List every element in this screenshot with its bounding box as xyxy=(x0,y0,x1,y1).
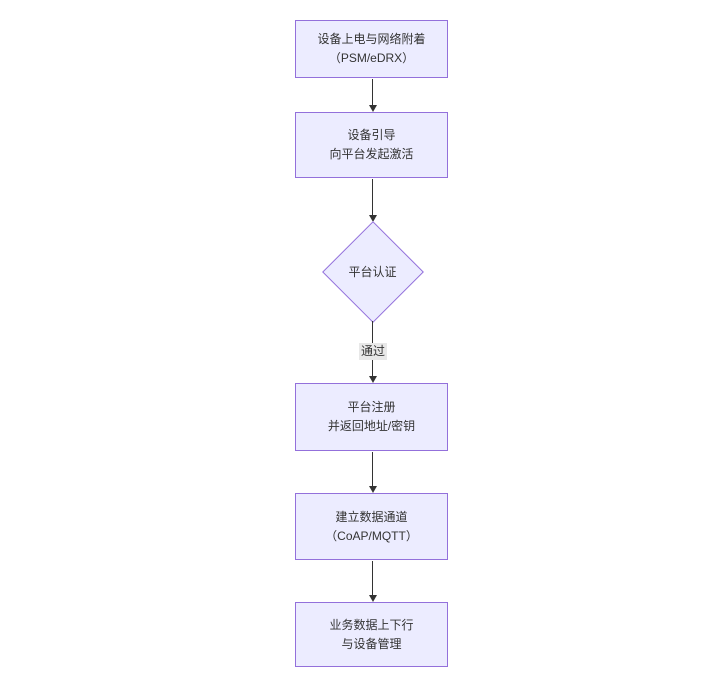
flow-node-business-data: 业务数据上下行 与设备管理 xyxy=(295,602,448,667)
node-label-line: 建立数据通道 xyxy=(335,509,408,524)
arrowhead-icon xyxy=(368,215,377,222)
node-label-line: （PSM/eDRX） xyxy=(328,51,415,65)
node-label-line: 平台注册 xyxy=(347,400,396,414)
connector-line xyxy=(372,79,373,105)
connector-line xyxy=(372,179,373,215)
node-label-line: 业务数据上下行 xyxy=(329,617,414,632)
node-label-line: 平台认证 xyxy=(348,264,397,279)
edge-label-pass: 通过 xyxy=(358,343,388,360)
node-label-line: 设备引导 xyxy=(347,128,396,142)
arrowhead-icon xyxy=(368,595,377,602)
connector-line xyxy=(372,561,373,595)
flow-node-data-channel: 建立数据通道 （CoAP/MQTT） xyxy=(295,493,448,560)
arrowhead-icon xyxy=(368,376,377,383)
node-label-line: 设备上电与网络附着 xyxy=(317,32,426,46)
flow-node-bootstrap: 设备引导 向平台发起激活 xyxy=(295,112,448,178)
node-label-line: 与设备管理 xyxy=(341,636,402,651)
node-label-line: （CoAP/MQTT） xyxy=(325,528,418,543)
arrowhead-icon xyxy=(368,486,377,493)
arrowhead-icon xyxy=(368,105,377,112)
node-label-line: 向平台发起激活 xyxy=(329,147,414,161)
flow-node-platform-auth: 平台认证 xyxy=(322,221,424,323)
node-label-line: 并返回地址/密钥 xyxy=(327,419,416,433)
flow-node-platform-register: 平台注册 并返回地址/密钥 xyxy=(295,383,448,451)
connector-line xyxy=(372,452,373,486)
flow-node-power-attach: 设备上电与网络附着 （PSM/eDRX） xyxy=(295,20,448,78)
